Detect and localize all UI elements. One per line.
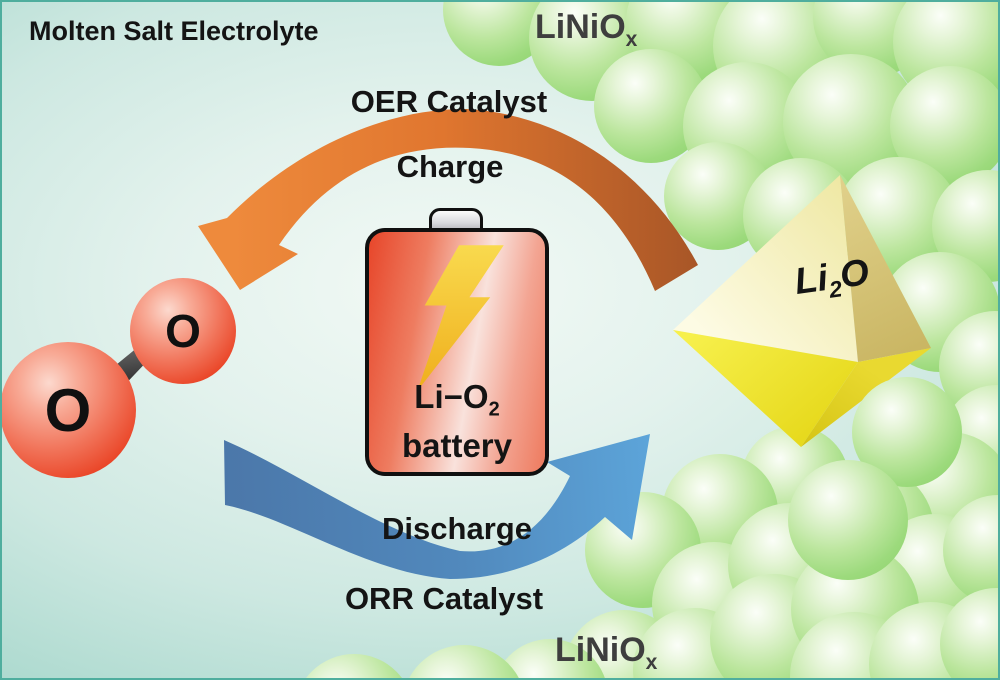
battery-word: battery — [401, 427, 513, 464]
discharge-arrow — [224, 434, 650, 579]
octahedron-face-top-left — [673, 175, 858, 362]
linio-bottom-label: LiNiOx — [555, 631, 658, 674]
battery: Li−O2 battery — [365, 228, 549, 476]
linio-top-label: LiNiOx — [535, 8, 638, 51]
oxygen-atom-label: O — [44, 376, 92, 444]
oxygen-atom-small: O — [130, 278, 236, 384]
linio-particle — [788, 460, 908, 580]
orr-catalyst-label: ORR Catalyst — [344, 581, 544, 616]
lightning-bolt-icon — [417, 245, 504, 391]
discharge-label: Discharge — [382, 511, 532, 546]
battery-formula: Li−O2 — [414, 378, 500, 421]
octahedron-face-bottom-left — [673, 330, 858, 447]
oxygen-atom-label: O — [165, 305, 201, 357]
molten-salt-electrolyte-label: Molten Salt Electrolyte — [29, 16, 319, 46]
charge-label: Charge — [396, 149, 504, 184]
oer-catalyst-label: OER Catalyst — [350, 84, 548, 119]
octahedron-face-top-right — [840, 175, 931, 362]
li2o-octahedron — [673, 175, 931, 447]
battery-label: Li−O2 battery — [369, 379, 545, 464]
charge-arrow — [198, 108, 698, 291]
oxygen-atom-large: O — [2, 342, 136, 478]
